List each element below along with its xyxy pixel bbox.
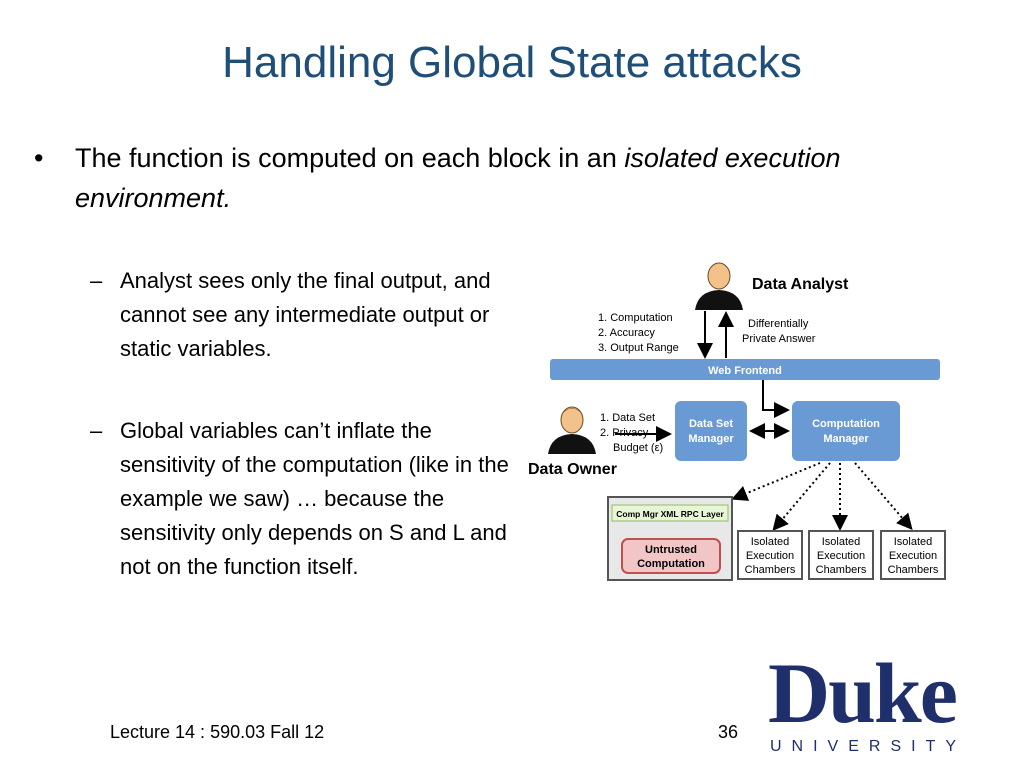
- owner-item-3: Budget (ε): [613, 442, 663, 454]
- dsm-label-2: Manager: [688, 433, 734, 445]
- chamber-2: Isolated Execution Chambers: [808, 530, 874, 580]
- architecture-diagram: Data Analyst 1. Computation 2. Accuracy …: [528, 262, 946, 581]
- dash-marker-1: –: [90, 268, 103, 293]
- request-item-3: 3. Output Range: [598, 342, 679, 354]
- slide-title: Handling Global State attacks: [222, 38, 802, 87]
- chamber-2-line-1: Isolated: [822, 536, 861, 548]
- request-item-2: 2. Accuracy: [598, 327, 655, 339]
- cm-label-1: Computation: [812, 418, 880, 430]
- duke-logo-word: Duke: [768, 645, 958, 741]
- data-set-manager-box: [675, 401, 747, 461]
- rpc-layer-box: [611, 504, 729, 522]
- analyst-person-icon: [695, 262, 743, 310]
- chamber-1-line-1: Isolated: [751, 536, 790, 548]
- chamber-1-line-2: Execution: [746, 550, 794, 562]
- chamber-2-line-2: Execution: [817, 550, 865, 562]
- bullet-text-main: The function is computed on each block i…: [75, 143, 625, 173]
- bullet-text: The function is computed on each block i…: [75, 138, 975, 218]
- page-number: 36: [718, 722, 739, 742]
- subbullet-1: Analyst sees only the final output, and …: [120, 268, 491, 361]
- duke-logo-subtitle: UNIVERSITY: [770, 738, 967, 755]
- data-owner-label: Data Owner: [528, 461, 617, 478]
- chamber-3-line-1: Isolated: [894, 536, 933, 548]
- chamber-1-line-3: Chambers: [745, 564, 796, 576]
- rpc-layer-label: Comp Mgr XML RPC Layer: [616, 509, 724, 519]
- dsm-label-1: Data Set: [689, 418, 733, 430]
- subbullet-2: Global variables can’t inflate the sensi…: [120, 418, 509, 579]
- chamber-2-line-3: Chambers: [816, 564, 867, 576]
- answer-line-2: Private Answer: [742, 333, 816, 345]
- computation-manager-box: [792, 401, 900, 461]
- footer-lecture: Lecture 14 : 590.03 Fall 12: [110, 722, 325, 742]
- dash-marker-2: –: [90, 418, 103, 443]
- chamber-3: Isolated Execution Chambers: [880, 530, 946, 580]
- chamber-1: Isolated Execution Chambers: [737, 530, 803, 580]
- bullet-marker: •: [34, 143, 44, 173]
- untrusted-computation-box: [621, 538, 721, 574]
- web-frontend-bar: [550, 359, 940, 380]
- chamber-3-line-3: Chambers: [888, 564, 939, 576]
- data-analyst-label: Data Analyst: [752, 276, 849, 293]
- owner-item-1: 1. Data Set: [600, 412, 655, 424]
- untrusted-label-2: Computation: [637, 558, 705, 570]
- request-item-1: 1. Computation: [598, 312, 673, 324]
- web-frontend-label: Web Frontend: [708, 365, 782, 377]
- dotted-arrows: [731, 462, 913, 532]
- frontend-to-cm-arrow: [762, 380, 790, 418]
- untrusted-label-1: Untrusted: [645, 544, 697, 556]
- bullet-text-italic: isolated execution environment.: [75, 143, 841, 213]
- chamber-3-line-2: Execution: [889, 550, 937, 562]
- owner-person-icon: [548, 406, 596, 454]
- cm-label-2: Manager: [823, 433, 869, 445]
- answer-line-1: Differentially: [748, 318, 809, 330]
